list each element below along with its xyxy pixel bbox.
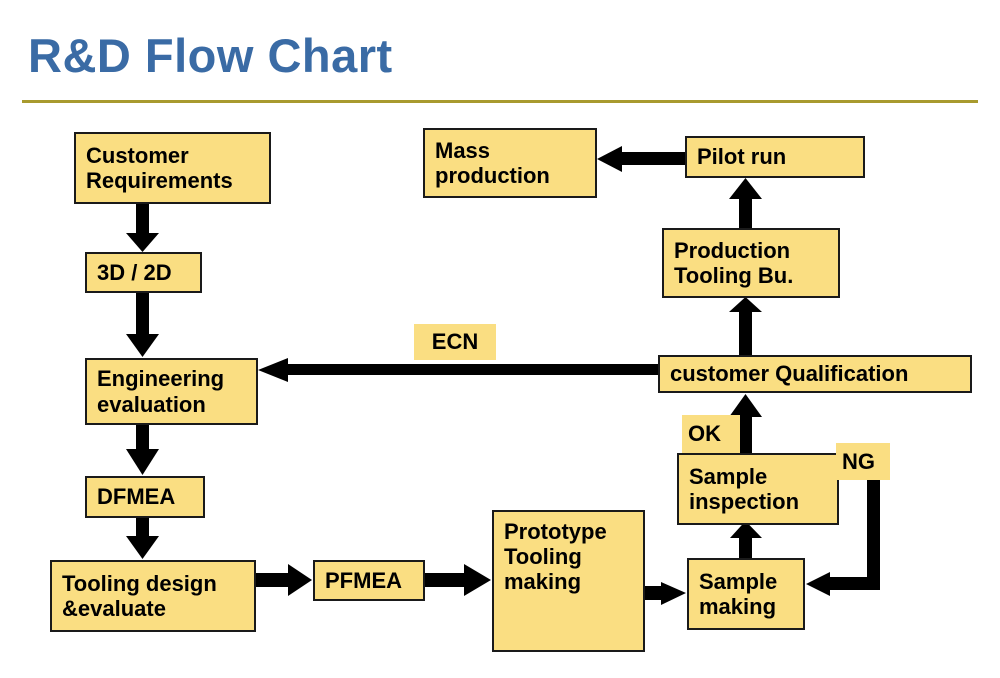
label-ng: NG (836, 443, 890, 480)
node-sample-inspection[interactable]: Sample inspection (677, 453, 839, 525)
arrow-engineering-to-dfmea (126, 425, 159, 475)
arrow-qualification-to-engineering-ecn (258, 358, 659, 382)
arrow-pilot-run-to-mass-production (597, 146, 686, 172)
node-dfmea[interactable]: DFMEA (85, 476, 205, 518)
node-mass-production[interactable]: Mass production (423, 128, 597, 198)
node-pfmea[interactable]: PFMEA (313, 560, 425, 601)
label-ecn: ECN (414, 324, 496, 360)
arrow-pfmea-to-prototype (425, 564, 491, 596)
arrow-dfmea-to-tooling (126, 518, 159, 559)
node-customer-requirements[interactable]: Customer Requirements (74, 132, 271, 204)
node-customer-qualification[interactable]: customer Qualification (658, 355, 972, 393)
arrow-production-tooling-to-pilot-run (729, 178, 762, 229)
node-3d-2d[interactable]: 3D / 2D (85, 252, 202, 293)
label-ok: OK (682, 415, 740, 453)
arrow-prototype-to-sample-making (645, 582, 686, 605)
node-sample-making[interactable]: Sample making (687, 558, 805, 630)
arrow-3d2d-to-engineering (126, 293, 159, 357)
arrow-requirements-to-3d2d (126, 204, 159, 252)
node-pilot-run[interactable]: Pilot run (685, 136, 865, 178)
page-title: R&D Flow Chart (28, 29, 393, 82)
node-prototype-tooling-making[interactable]: Prototype Tooling making (492, 510, 645, 652)
node-tooling-design-evaluate[interactable]: Tooling design &evaluate (50, 560, 256, 632)
title-divider (22, 100, 978, 103)
node-production-tooling-bu[interactable]: Production Tooling Bu. (662, 228, 840, 298)
arrow-sample-making-to-inspection (730, 521, 762, 560)
arrow-tooling-to-pfmea (256, 564, 312, 596)
arrow-qualification-to-production-tooling (729, 297, 762, 355)
node-engineering-evaluation[interactable]: Engineering evaluation (85, 358, 258, 425)
